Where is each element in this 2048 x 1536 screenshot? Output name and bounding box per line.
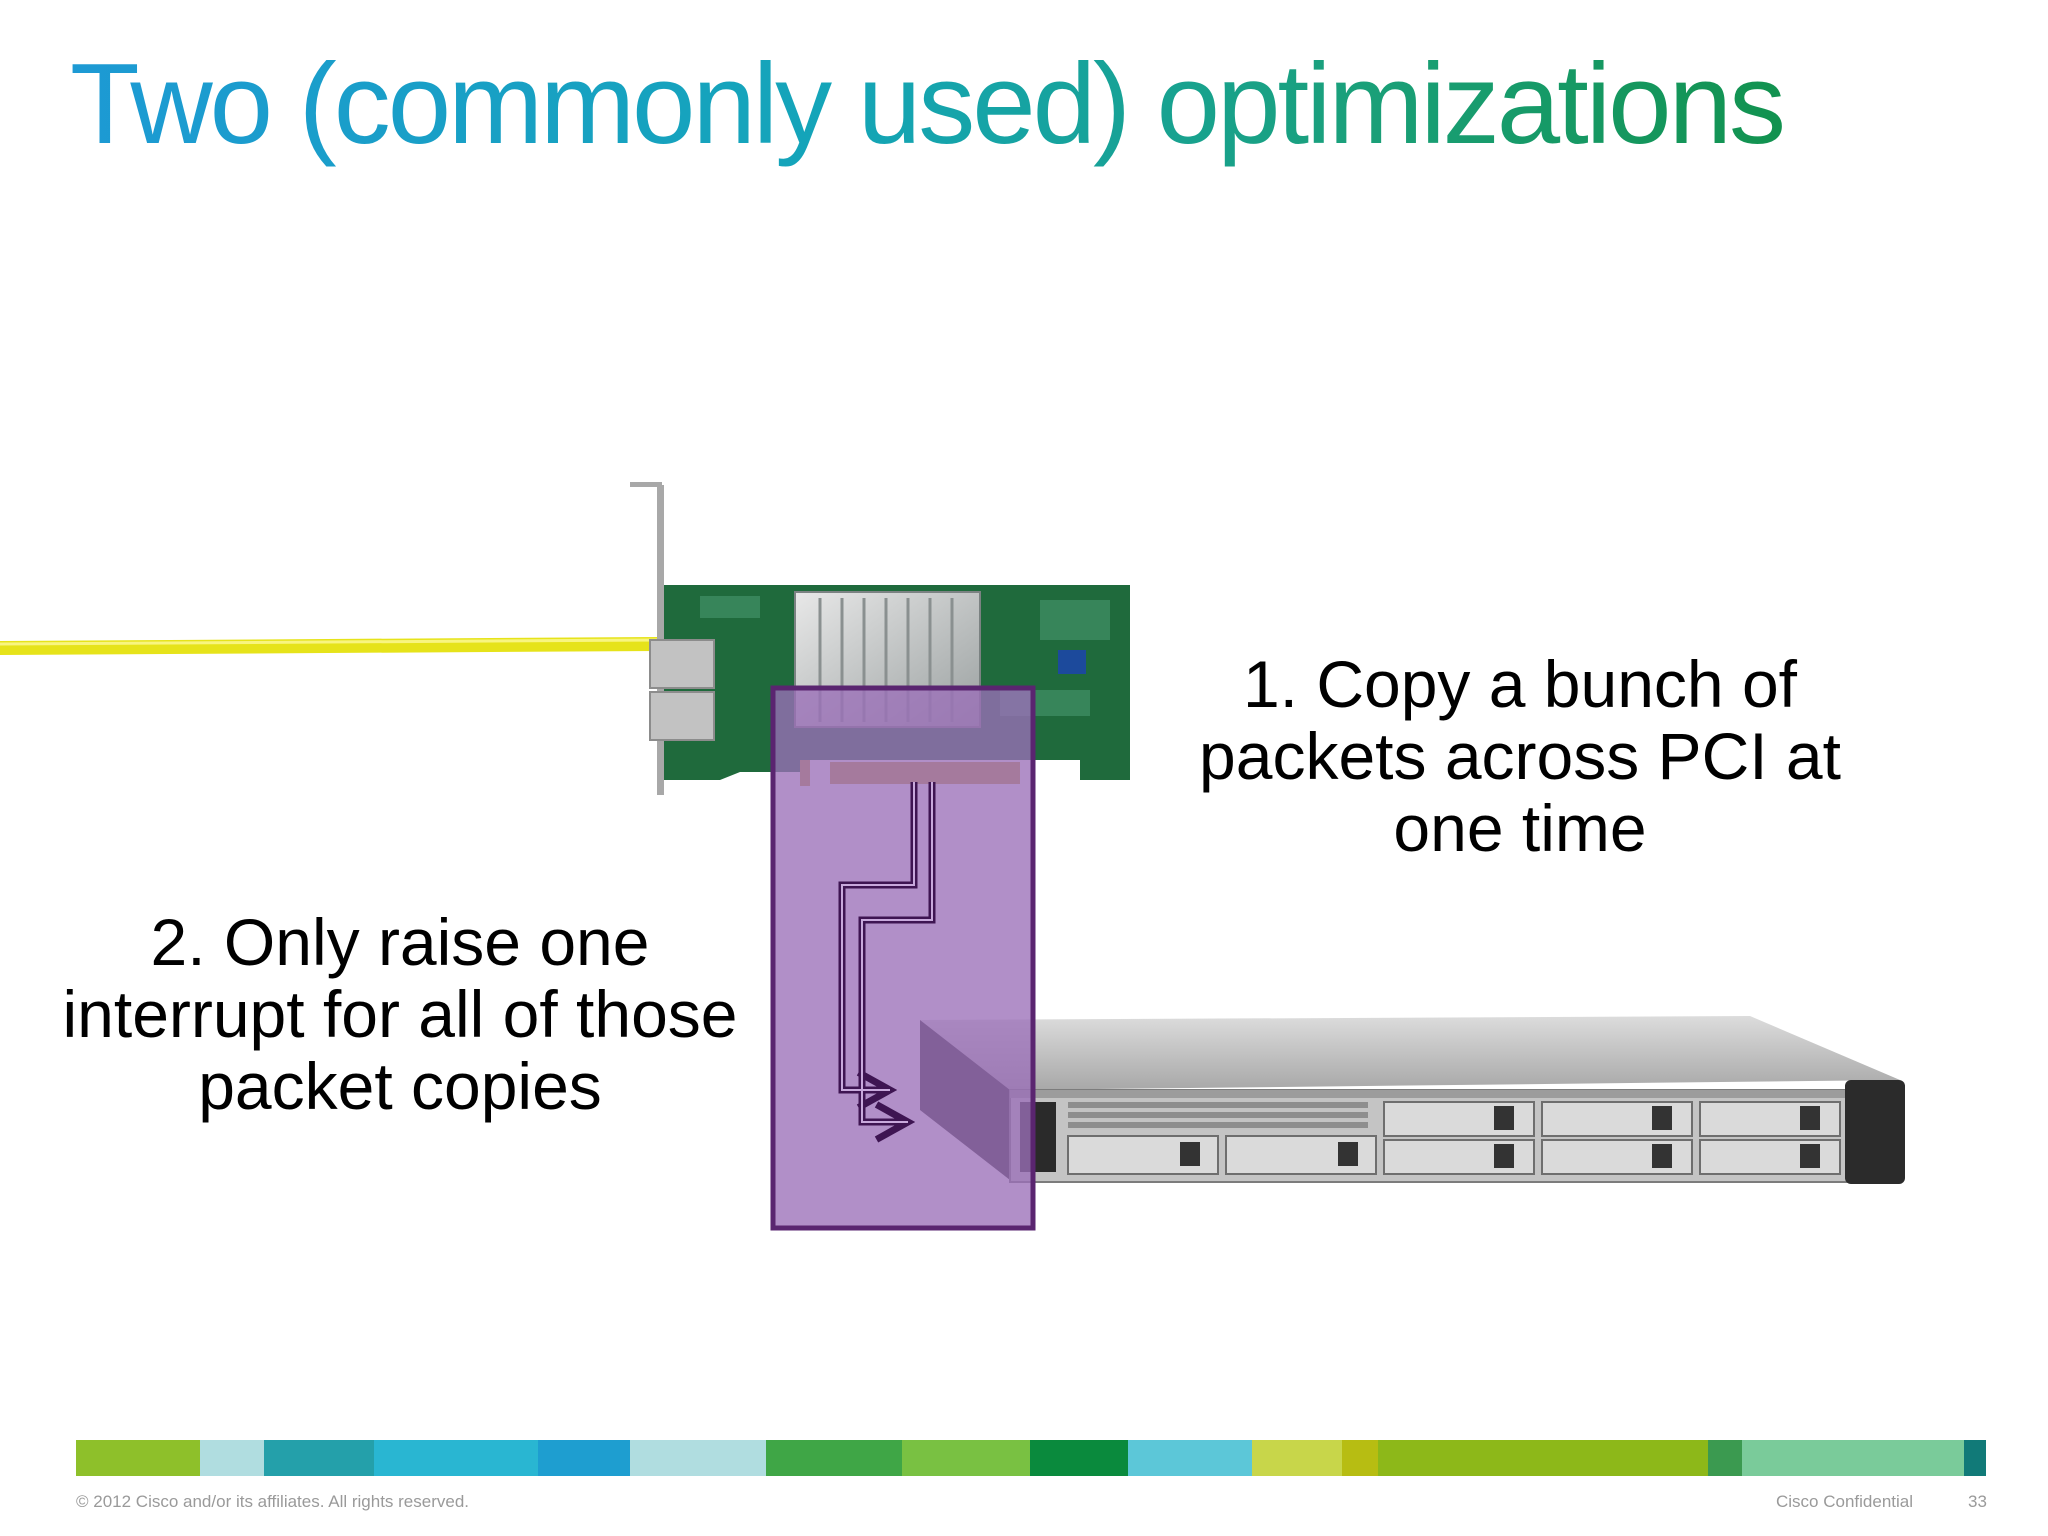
- color-bar-segment: [766, 1440, 902, 1476]
- step-2-text: 2. Only raise one interrupt for all of t…: [62, 905, 738, 1123]
- fiber-cable: [0, 637, 667, 655]
- color-bar-segment: [1030, 1440, 1128, 1476]
- pci-highlight: [770, 685, 1036, 1231]
- color-bar-segment: [1252, 1440, 1342, 1476]
- page-number: 33: [1968, 1492, 1987, 1511]
- color-bar-segment: [200, 1440, 264, 1476]
- color-bar-segment: [76, 1440, 200, 1476]
- color-bar-segment: [1128, 1440, 1252, 1476]
- color-bar-segment: [1342, 1440, 1378, 1476]
- slide-title: Two (commonly used) optimizations: [70, 30, 1786, 180]
- color-bar: [76, 1440, 1986, 1476]
- step-1-text: 1. Copy a bunch of packets across PCI at…: [1199, 647, 1841, 865]
- color-bar-segment: [1742, 1440, 1964, 1476]
- color-bar-segment: [1378, 1440, 1708, 1476]
- color-bar-segment: [264, 1440, 374, 1476]
- color-bar-segment: [538, 1440, 630, 1476]
- color-bar-segment: [1964, 1440, 1986, 1476]
- footer-confidential: Cisco Confidential: [1776, 1492, 1914, 1511]
- rack-server: [920, 1016, 1905, 1184]
- color-bar-segment: [1708, 1440, 1742, 1476]
- color-bar-segment: [630, 1440, 766, 1476]
- color-bar-segment: [374, 1440, 538, 1476]
- footer-copyright: © 2012 Cisco and/or its affiliates. All …: [76, 1492, 470, 1511]
- server-vents: [1068, 1102, 1368, 1128]
- color-bar-segment: [902, 1440, 1030, 1476]
